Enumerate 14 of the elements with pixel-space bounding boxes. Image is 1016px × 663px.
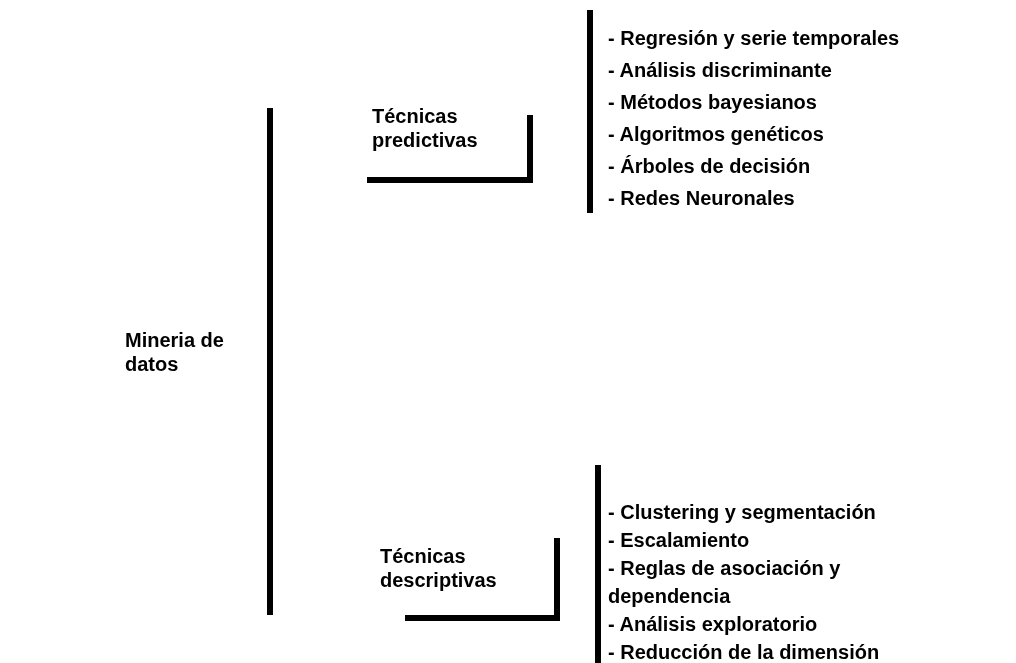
list-item: - Métodos bayesianos — [608, 90, 818, 115]
list-item: - Análisis discriminante — [608, 58, 833, 83]
list-item: - Regresión y serie temporales — [608, 26, 901, 51]
category-label: Técnicas predictivas — [372, 104, 522, 152]
list-item: - Escalamiento — [608, 528, 751, 553]
list-item: - Análisis exploratorio — [608, 612, 819, 637]
list-item: - Reducción de la dimensión — [608, 640, 881, 663]
list-item: - Árboles de decisión — [608, 154, 812, 179]
category-label: Técnicas descriptivas — [380, 544, 550, 592]
list-item: - Algoritmos genéticos — [608, 122, 825, 147]
list-item: - Reglas de asociación y dependencia — [608, 556, 842, 609]
list-item: - Clustering y segmentación — [608, 500, 877, 525]
category-label: Mineria de datos — [125, 328, 265, 376]
list-item: - Redes Neuronales — [608, 186, 796, 211]
